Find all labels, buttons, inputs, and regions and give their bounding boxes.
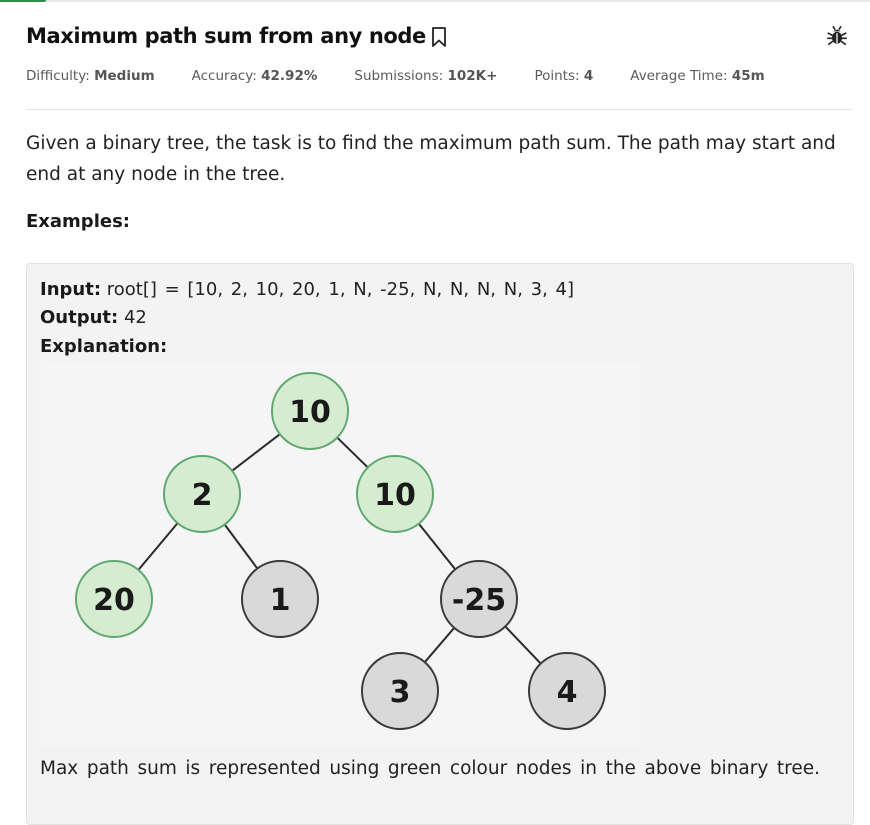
meta-points: Points: 4 xyxy=(534,68,593,84)
example-output: Output: 42 xyxy=(40,304,147,332)
example-explanation-label: Explanation: xyxy=(40,336,168,357)
tree-node-circle xyxy=(361,652,439,730)
meta-average-time-label: Average Time: xyxy=(630,68,728,84)
problem-header: Maximum path sum from any node xyxy=(26,19,852,53)
meta-average-time-value: 45m xyxy=(731,68,765,84)
meta-accuracy: Accuracy: 42.92% xyxy=(192,68,318,84)
tree-node-root: 10 xyxy=(271,372,349,450)
header-divider xyxy=(26,109,852,110)
tree-node-ll: 20 xyxy=(75,560,153,638)
tree-node-circle xyxy=(241,560,319,638)
tree-node-label: 10 xyxy=(289,395,331,430)
tree-edge-n-left-n-ll xyxy=(137,522,179,571)
tree-edge-n-left-n-lr xyxy=(223,523,259,570)
tree-edge-n-root-n-right xyxy=(336,436,369,469)
meta-difficulty-label: Difficulty: xyxy=(26,68,90,84)
top-progress-fill xyxy=(0,0,46,2)
tree-node-right: 10 xyxy=(356,455,434,533)
tree-node-lr: 1 xyxy=(241,560,319,638)
example-input-value: root[] = [10, 2, 10, 20, 1, N, -25, N, N… xyxy=(106,279,575,300)
tree-node-label: 1 xyxy=(270,583,291,618)
meta-submissions: Submissions: 102K+ xyxy=(354,68,497,84)
bookmark-icon[interactable] xyxy=(430,26,448,48)
meta-difficulty: Difficulty: Medium xyxy=(26,68,155,84)
bug-icon[interactable] xyxy=(826,25,848,47)
examples-heading: Examples: xyxy=(26,211,130,232)
example-input-label: Input: xyxy=(40,279,102,300)
tree-node-label: 20 xyxy=(93,583,135,618)
meta-average-time: Average Time: 45m xyxy=(630,68,764,84)
tree-edge-n-rr-n-rrr xyxy=(504,625,542,665)
problem-statement: Given a binary tree, the task is to find… xyxy=(26,133,836,185)
top-progress-bar xyxy=(0,0,870,2)
tree-node-rrr: 4 xyxy=(528,652,606,730)
example-explanation: Explanation: xyxy=(40,333,167,361)
meta-submissions-label: Submissions: xyxy=(354,68,444,84)
example-output-label: Output: xyxy=(40,307,119,328)
tree-edge-n-right-n-rr xyxy=(417,523,457,570)
tree-node-rr: -25 xyxy=(440,560,518,638)
tree-node-label: 3 xyxy=(390,675,411,710)
tree-node-label: 4 xyxy=(557,675,578,710)
tree-diagram: 10 2 10 20 1 -25 3 4 xyxy=(41,362,641,747)
tree-node-circle xyxy=(356,455,434,533)
meta-submissions-value: 102K+ xyxy=(447,68,498,84)
meta-accuracy-label: Accuracy: xyxy=(191,68,257,84)
tree-node-label: 2 xyxy=(192,478,213,513)
tree-node-left: 2 xyxy=(163,455,241,533)
tree-canvas: 10 2 10 20 1 -25 3 4 xyxy=(41,362,641,747)
meta-points-value: 4 xyxy=(583,68,594,84)
tree-node-circle xyxy=(528,652,606,730)
tree-node-circle xyxy=(271,372,349,450)
explanation-text: Max path sum is represented using green … xyxy=(40,758,820,779)
tree-node-rrl: 3 xyxy=(361,652,439,730)
tree-svg: 10 2 10 20 1 -25 3 4 xyxy=(75,372,606,730)
tree-node-circle xyxy=(75,560,153,638)
problem-meta: Difficulty: Medium Accuracy: 42.92% Subm… xyxy=(26,68,765,84)
tree-edge-n-root-n-left xyxy=(231,433,281,472)
example-box: Input: root[] = [10, 2, 10, 20, 1, N, -2… xyxy=(26,263,854,825)
example-output-value: 42 xyxy=(123,307,147,328)
meta-difficulty-value: Medium xyxy=(94,68,155,84)
tree-node-circle xyxy=(163,455,241,533)
meta-accuracy-value: 42.92% xyxy=(261,68,318,84)
problem-title: Maximum path sum from any node xyxy=(26,24,426,48)
tree-node-label: 10 xyxy=(374,478,416,513)
title-wrap: Maximum path sum from any node xyxy=(26,24,448,48)
example-input: Input: root[] = [10, 2, 10, 20, 1, N, -2… xyxy=(40,276,574,304)
tree-edge-n-rr-n-rrl xyxy=(423,627,456,663)
tree-node-circle xyxy=(440,560,518,638)
tree-node-label: -25 xyxy=(452,583,506,618)
meta-points-label: Points: xyxy=(534,68,580,84)
